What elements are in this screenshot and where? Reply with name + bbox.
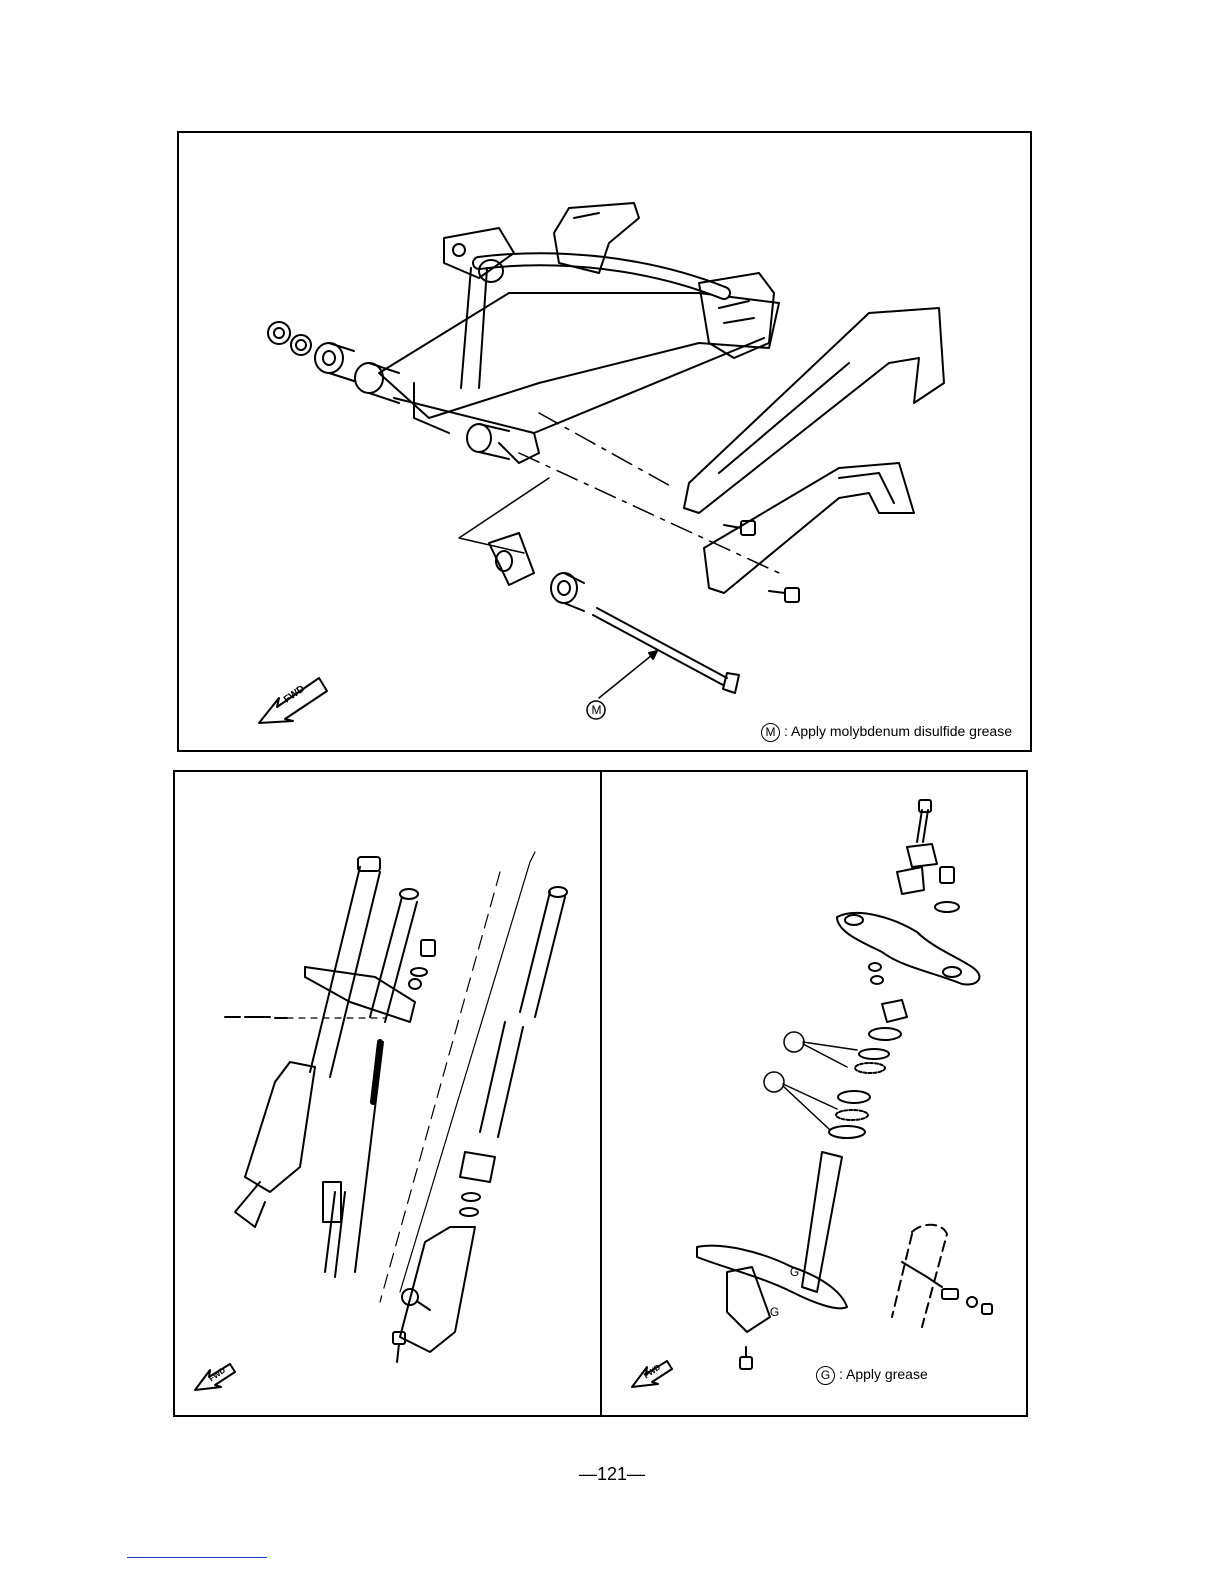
footer-rule [127, 1557, 267, 1558]
front-fork-exploded-view [175, 772, 600, 1415]
legend-grease: G: Apply grease [816, 1366, 928, 1385]
swingarm-diagram-panel: M FWD M: Apply molybdenum disulfide grea… [177, 131, 1032, 752]
legend-symbol-m: M [761, 723, 780, 742]
callout-m: M [588, 701, 605, 719]
legend-text-g: : Apply grease [839, 1366, 928, 1382]
legend-text-m: : Apply molybdenum disulfide grease [784, 723, 1012, 739]
legend-molybdenum-grease: M: Apply molybdenum disulfide grease [761, 723, 1012, 742]
fork-and-steering-diagram-panel: FWD [173, 770, 1028, 1417]
steering-head-exploded-view [602, 772, 1030, 1415]
callout-g-lower: G [766, 1303, 783, 1321]
legend-symbol-g: G [816, 1366, 835, 1385]
swingarm-exploded-view [179, 133, 1030, 750]
callout-g-upper: G [786, 1263, 803, 1281]
page-number: —121— [0, 1464, 1224, 1485]
